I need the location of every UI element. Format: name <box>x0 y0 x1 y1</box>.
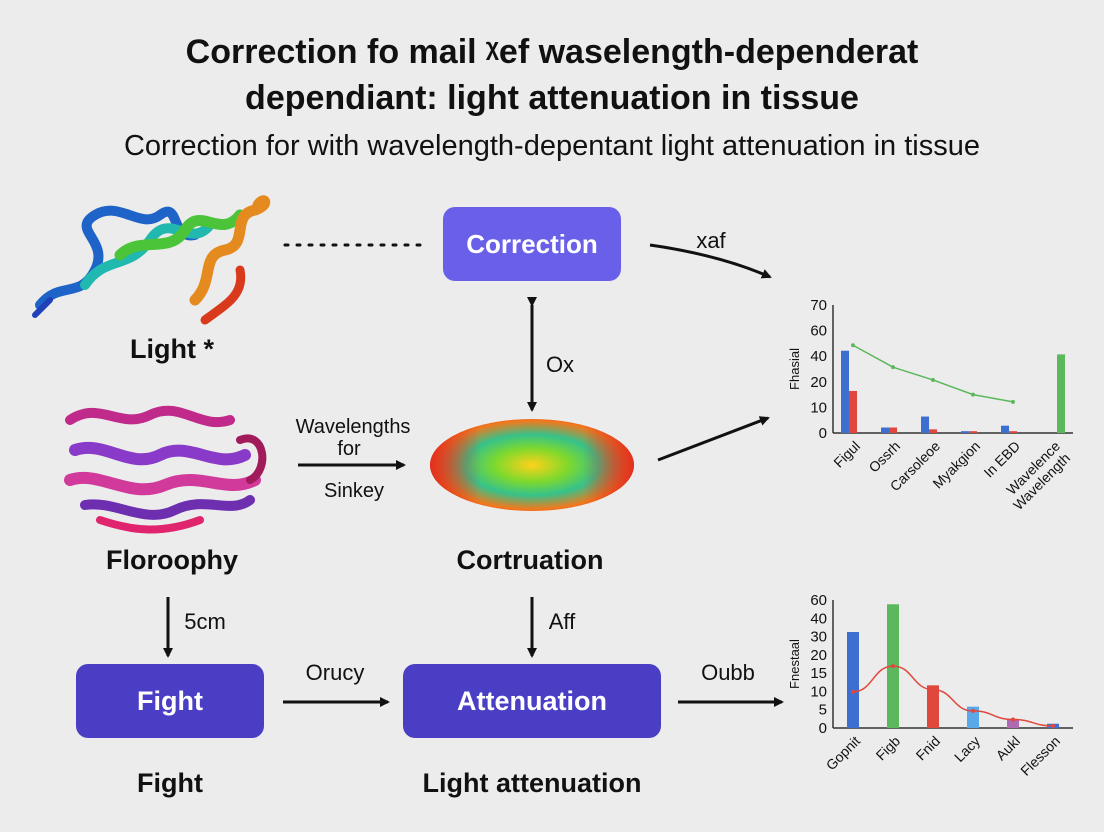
y-tick-label: 10 <box>810 399 827 416</box>
x-tick-label: Lacy <box>951 733 983 765</box>
floroophy-label: Floroophy <box>106 545 238 575</box>
y-tick-label: 20 <box>810 374 827 391</box>
bar <box>881 427 889 433</box>
bar <box>1009 431 1017 433</box>
subtitle: Correction for with wavelength-depentant… <box>123 130 980 162</box>
edge-label-ox: Ox <box>545 352 575 377</box>
x-tick-label: Figb <box>873 733 904 764</box>
edge-label-wavelengths: Wavelengths <box>295 416 411 438</box>
y-tick-label: 40 <box>810 610 827 627</box>
trend-point <box>931 687 935 692</box>
y-tick-label: 40 <box>810 348 827 365</box>
bar <box>1001 425 1009 433</box>
title-line-1: Correction fo mail ᵡef waselength-depend… <box>185 33 919 71</box>
arrow-correction-chart <box>649 243 772 279</box>
bar <box>927 685 939 728</box>
bar <box>967 706 979 728</box>
x-tick-label: Flesson <box>1017 733 1063 779</box>
title-line-2: dependiant: light attenuation in tissue <box>245 79 859 117</box>
fight-label: Fight <box>137 768 203 798</box>
edge-label-5cm: 5cm <box>184 609 226 634</box>
trend-point <box>971 708 975 713</box>
bar <box>889 427 897 433</box>
y-tick-label: 5 <box>819 702 827 719</box>
y-tick-label: 60 <box>810 592 827 609</box>
trend-point <box>891 664 895 669</box>
trend-line <box>852 665 1054 727</box>
correction-box[interactable]: Correction <box>443 207 621 281</box>
fight-box[interactable]: Fight <box>76 664 264 738</box>
y-tick-label: 10 <box>810 683 827 700</box>
bar <box>961 431 969 433</box>
trend-point <box>851 343 855 348</box>
bar <box>847 632 859 728</box>
attenuation-box[interactable]: Attenuation <box>403 664 661 738</box>
trend-point <box>891 365 895 370</box>
x-tick-label: Gopnit <box>823 733 864 774</box>
y-tick-label: 60 <box>810 323 827 340</box>
bar <box>969 431 977 433</box>
trend-point <box>971 392 975 397</box>
edge-label-sinkey: Sinkey <box>323 480 385 502</box>
arrow-blob-chart <box>657 416 770 462</box>
bar <box>841 350 849 433</box>
edge-label-xaf: xaf <box>696 228 726 253</box>
y-tick-label: 15 <box>810 665 827 682</box>
trend-point <box>1011 399 1015 404</box>
x-tick-label: Figul <box>830 438 863 471</box>
light-attenuation-label: Light attenuation <box>422 768 642 798</box>
protein-structure-icon-light <box>32 195 271 325</box>
trend-point <box>851 689 855 694</box>
y-tick-label: 0 <box>819 720 827 737</box>
edge-label-oubb: Oubb <box>701 660 755 685</box>
protein-structure-icon-floroophy <box>64 405 267 534</box>
y-tick-label: 20 <box>810 647 827 664</box>
bar <box>1007 719 1019 728</box>
trend-line <box>852 344 1014 403</box>
edge-label-aff: Aff <box>548 609 576 634</box>
bar <box>849 390 857 433</box>
trend-point <box>931 377 935 382</box>
tissue-blob <box>430 419 634 511</box>
x-tick-label: Aukl <box>993 733 1024 764</box>
edge-label-orucy: Orucy <box>305 660 365 685</box>
y-tick-label: 30 <box>810 629 827 646</box>
x-tick-label: Ossrh <box>865 438 903 476</box>
y-axis-label: Fnestaal <box>787 639 802 689</box>
cortruation-label: Cortruation <box>456 545 604 575</box>
bar <box>1057 354 1065 433</box>
y-tick-label: 70 <box>810 297 827 314</box>
trend-point <box>1011 717 1015 722</box>
bar <box>921 416 929 433</box>
edge-label-for: for <box>337 438 361 460</box>
x-tick-label: Fnid <box>913 733 944 764</box>
bar <box>929 429 937 433</box>
light-label: Light * <box>130 334 214 364</box>
trend-point <box>1051 723 1055 728</box>
y-tick-label: 0 <box>819 425 827 442</box>
y-axis-label: Fhasial <box>787 348 802 390</box>
